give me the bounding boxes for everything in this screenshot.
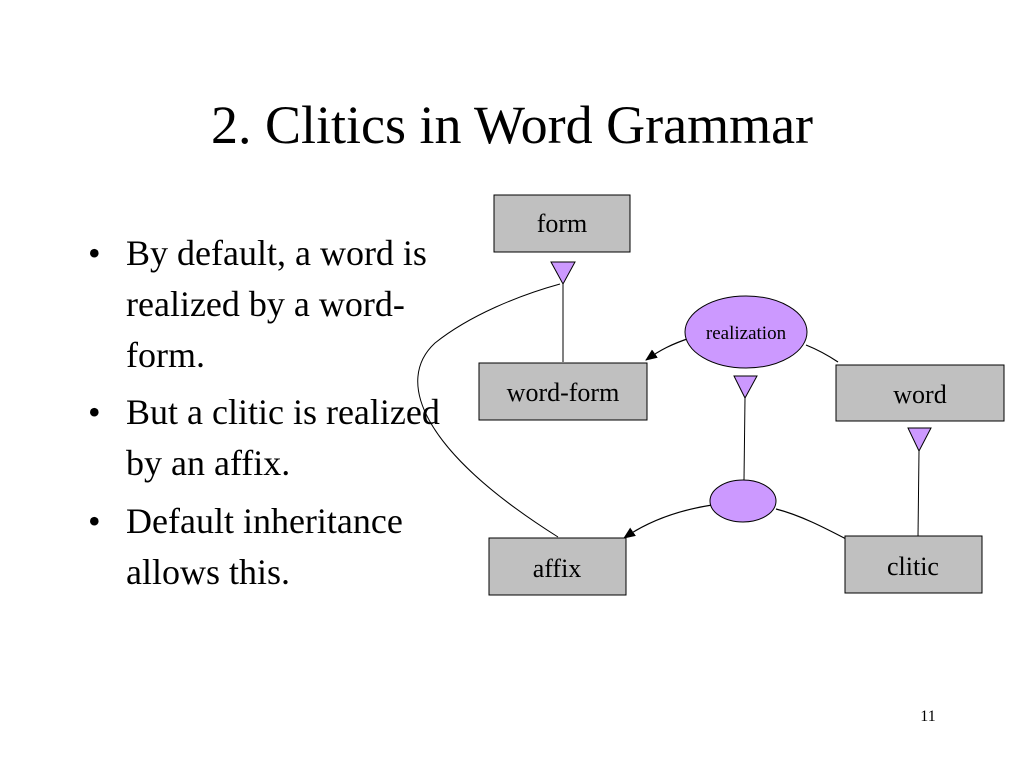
slide-title: 2. Clitics in Word Grammar bbox=[210, 95, 814, 155]
node-form bbox=[493, 194, 631, 253]
bullet-list: By default, a word is realized by a word… bbox=[88, 228, 478, 604]
node-clitic bbox=[844, 535, 983, 594]
relation-clitic-realization bbox=[709, 479, 777, 523]
isa-line-affix-form-curve bbox=[417, 283, 561, 538]
node-clitic-label: clitic bbox=[887, 552, 939, 581]
node-word-form bbox=[478, 362, 648, 421]
isa-line-clitic-word bbox=[917, 450, 920, 538]
relation-realization-label: realization bbox=[706, 323, 787, 344]
node-word-label: word bbox=[893, 380, 946, 409]
node-word bbox=[835, 364, 1005, 422]
bullet-item: By default, a word is realized by a word… bbox=[88, 228, 478, 381]
isa-line-relation-realization bbox=[743, 397, 746, 481]
clitic-realization-arrow-to-affix bbox=[623, 504, 713, 539]
clitic-relation-link bbox=[775, 508, 849, 541]
isa-triangle-realization bbox=[733, 375, 758, 400]
node-word-form-label: word-form bbox=[507, 378, 620, 407]
node-affix-label: affix bbox=[533, 554, 582, 583]
bullet-item: Default inheritance allows this. bbox=[88, 496, 478, 598]
isa-triangle-form bbox=[550, 261, 576, 286]
isa-triangle-word bbox=[907, 427, 932, 453]
node-form-label: form bbox=[537, 209, 588, 238]
page-number: 11 bbox=[920, 708, 936, 725]
bullet-item: But a clitic is realized by an affix. bbox=[88, 387, 478, 489]
node-affix bbox=[488, 537, 627, 596]
realization-link-to-word bbox=[805, 344, 839, 363]
relation-realization bbox=[684, 295, 808, 369]
realization-arrow-to-wordform bbox=[645, 337, 691, 361]
